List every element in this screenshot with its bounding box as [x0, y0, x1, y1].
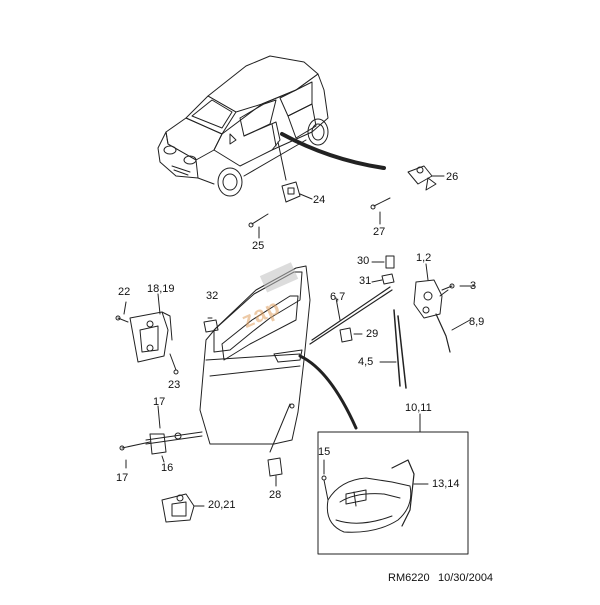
car-illustration — [157, 55, 329, 197]
callout-18-19: 18,19 — [147, 283, 175, 295]
part-22-bolt — [115, 301, 129, 323]
callout-17-upper: 17 — [153, 396, 166, 408]
part-28-stopper — [267, 457, 283, 487]
part-27-bolt — [370, 197, 391, 225]
part-16-check-strap — [145, 431, 203, 455]
callout-17-lower: 17 — [116, 472, 129, 484]
callout-26: 26 — [446, 171, 459, 183]
callout-10-11: 10,11 — [405, 402, 432, 414]
callout-30: 30 — [357, 255, 370, 267]
callout-24: 24 — [313, 194, 326, 206]
part-32-clip — [203, 317, 219, 333]
part-24-hinge — [281, 181, 313, 203]
callout-25: 25 — [252, 240, 265, 252]
callout-13-14: 13,14 — [432, 478, 460, 490]
callout-6-7: 6,7 — [330, 291, 346, 303]
part-3-screw — [441, 283, 475, 291]
callout-16: 16 — [161, 462, 174, 474]
callout-8-9: 8,9 — [469, 316, 485, 328]
callout-15: 15 — [318, 446, 331, 458]
callout-20-21: 20,21 — [208, 499, 236, 511]
part-29-clip — [339, 327, 363, 343]
part-18-19-hinge — [129, 311, 173, 363]
callout-1-2: 1,2 — [416, 252, 432, 264]
part-17-pin — [119, 405, 165, 469]
part-25-bolt — [248, 213, 269, 239]
callout-29: 29 — [366, 328, 379, 340]
part-30-knob — [371, 255, 395, 269]
part-23-bolt — [169, 353, 179, 375]
callout-23: 23 — [168, 379, 181, 391]
part-20-21-hinge — [161, 493, 205, 523]
part-1-2-latch — [413, 263, 449, 319]
callout-4-5: 4,5 — [358, 356, 374, 368]
callout-3: 3 — [470, 280, 477, 292]
callout-27: 27 — [373, 226, 386, 238]
callout-31: 31 — [359, 275, 372, 287]
drawing-reference: RM6220 — [388, 572, 430, 584]
callout-22: 22 — [118, 286, 131, 298]
part-31-bushing — [371, 273, 395, 285]
part-26-striker — [407, 165, 445, 191]
drawing-date: 10/30/2004 — [438, 572, 494, 584]
handle-detail-box — [317, 413, 469, 555]
callout-32: 32 — [206, 290, 219, 302]
callout-28: 28 — [269, 489, 282, 501]
